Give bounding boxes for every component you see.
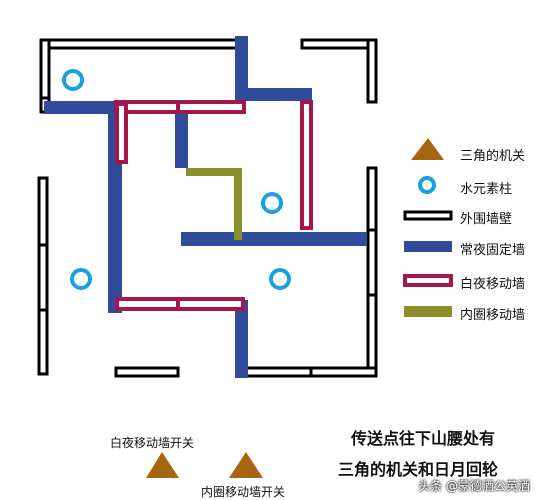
legend-label-fixed-wall: 常夜固定墙 [460, 243, 526, 258]
day-night-wall-2 [115, 102, 128, 164]
day-night-wall-icon [403, 274, 453, 287]
fixed-wall-3 [235, 36, 248, 100]
inner-ring-wall-icon [404, 306, 452, 317]
outer-wall-top-left [39, 38, 247, 50]
fixed-wall-6 [181, 232, 367, 246]
outer-wall-right-upper [366, 38, 378, 104]
water-pillar-icon [70, 268, 92, 290]
outer-wall-right-lower [366, 166, 378, 376]
fixed-wall-4 [235, 88, 312, 101]
watermark: 头条 @蒙德酒公英酒 [418, 479, 530, 493]
triangle-switch-icon [411, 138, 444, 160]
water-pillar-icon [269, 268, 291, 290]
outer-wall-bottom-left [114, 366, 180, 378]
water-pillar-icon [418, 176, 436, 194]
fixed-wall-1 [44, 101, 114, 114]
inner-ring-wall-2 [234, 168, 242, 240]
day-night-walls [114, 100, 313, 311]
outer-wall-left-lower [37, 176, 49, 376]
inner-ring-wall-1 [186, 168, 242, 176]
fixed-wall-icon [404, 241, 452, 252]
inner-ring-walls [186, 168, 242, 240]
fixed-wall-7 [235, 300, 248, 378]
note-line-2: 三角的机关和日月回轮 [338, 460, 499, 479]
switch-icons [146, 452, 263, 478]
legend-label-water-pillar: 水元素柱 [460, 182, 513, 197]
legend-label-day-night-wall: 白夜移动墙 [460, 277, 526, 292]
day-night-switch-label: 白夜移动墙开关 [110, 436, 195, 450]
water-pillars [62, 69, 291, 290]
triangle-switch-icon [146, 452, 179, 478]
legend-icons [403, 138, 453, 317]
inner-ring-switch-label: 内圈移动墙开关 [201, 485, 286, 499]
triangle-switch-icon [229, 452, 263, 478]
legend-label-triangle-switch: 三角的机关 [460, 149, 526, 164]
day-night-wall-3 [300, 100, 313, 230]
water-pillar-icon [261, 192, 283, 214]
fixed-wall-5 [175, 110, 188, 168]
outer-walls [37, 38, 378, 378]
note-line-1: 传送点往下山腰处有 [351, 429, 496, 448]
legend-label-outer-wall: 外围墙壁 [460, 212, 513, 227]
fixed-walls [44, 36, 367, 378]
water-pillar-icon [62, 69, 84, 91]
legend-label-inner-ring-wall: 内圈移动墙 [460, 308, 526, 323]
outer-wall-icon [403, 210, 453, 221]
outer-wall-top-right [300, 38, 376, 50]
